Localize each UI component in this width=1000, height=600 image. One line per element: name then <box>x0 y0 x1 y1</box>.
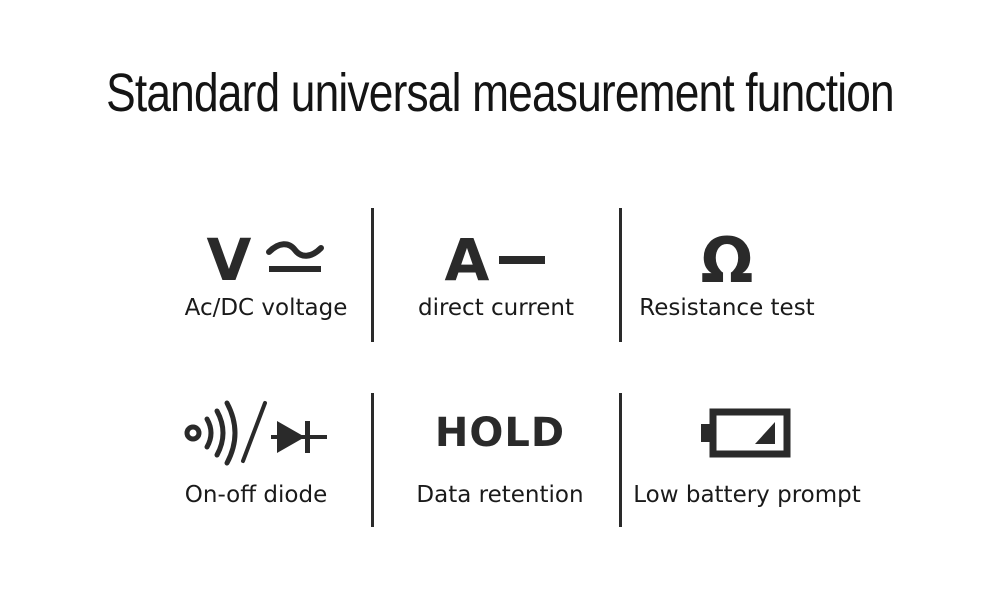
on-off-diode-label: On-off diode <box>184 482 328 508</box>
feature-data-retention: HOLD Data retention <box>380 398 620 518</box>
ac-dc-voltage-symbol: V <box>146 225 386 295</box>
dc-line-icon <box>499 256 546 264</box>
feature-low-battery-prompt: Low battery prompt <box>627 398 867 518</box>
hold-icon: HOLD <box>434 410 566 456</box>
voltage-letter: V <box>206 226 252 294</box>
direct-current-symbol: A <box>376 225 616 295</box>
feature-resistance-test: Ω Resistance test <box>607 223 847 335</box>
divider-row2-right <box>619 393 622 527</box>
feature-direct-current: A direct current <box>376 225 616 335</box>
ac-dc-wave-icon <box>266 241 325 272</box>
resistance-test-label: Resistance test <box>639 295 815 321</box>
low-battery-symbol <box>627 398 867 468</box>
resistance-symbol: Ω <box>607 223 847 297</box>
page-title: Standard universal measurement function <box>106 63 894 123</box>
ohm-icon: Ω <box>700 223 754 297</box>
feature-on-off-diode: On-off diode <box>136 398 376 518</box>
direct-current-label: direct current <box>417 295 575 321</box>
ac-dc-voltage-label: Ac/DC voltage <box>184 295 348 321</box>
divider-row1-right <box>619 208 622 342</box>
hold-symbol: HOLD <box>380 398 620 468</box>
feature-ac-dc-voltage: V Ac/DC voltage <box>146 225 386 335</box>
divider-row1-left <box>371 208 374 342</box>
low-battery-prompt-label: Low battery prompt <box>633 482 861 508</box>
continuity-diode-icon <box>184 400 327 466</box>
data-retention-label: Data retention <box>416 482 584 508</box>
low-battery-icon <box>701 408 791 458</box>
ampere-letter: A <box>444 226 490 294</box>
on-off-diode-symbol <box>136 398 376 468</box>
divider-row2-left <box>371 393 374 527</box>
